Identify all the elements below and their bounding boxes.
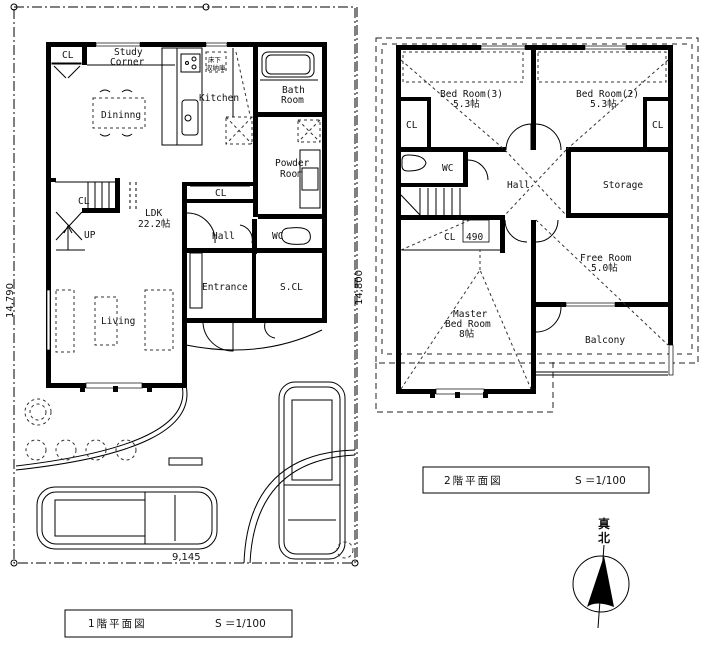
room-label-storage: Storage bbox=[603, 180, 643, 191]
floor1-plan: CL Study Corner 床下 収納庫 Kitchen Bath Room… bbox=[5, 3, 365, 567]
floor2-title: 2階平面図 bbox=[444, 475, 503, 487]
room-label-bedroom2: Bed Room(2) bbox=[576, 89, 639, 100]
floor1-title-block: 1階平面図 S ＝1/100 bbox=[64, 609, 293, 638]
car-vertical-icon bbox=[278, 381, 346, 560]
room-label-balcony: Balcony bbox=[585, 335, 625, 346]
room-label-wc-2f: WC bbox=[442, 163, 453, 174]
room-label-bath-room: Room bbox=[281, 95, 304, 106]
room-label-bedroom3: Bed Room(3) bbox=[440, 89, 503, 100]
floor2-scale: S ＝1/100 bbox=[575, 475, 626, 487]
floor1-title: 1階平面図 bbox=[88, 618, 147, 630]
stair-up-label: UP bbox=[84, 230, 96, 241]
room-label-bedroom3-size: 5.3帖 bbox=[453, 98, 480, 110]
room-label-master-size: 8帖 bbox=[459, 328, 475, 340]
room-label-dining: Dininng bbox=[101, 110, 141, 121]
dimension-height-left: 14,790 bbox=[5, 283, 16, 318]
room-label-study-corner: Corner bbox=[110, 57, 145, 68]
car-horizontal-icon bbox=[36, 486, 218, 550]
floor2-plan: Bed Room(3) 5.3帖 Bed Room(2) 5.3帖 CL CL … bbox=[375, 37, 699, 413]
room-label-cl-master: CL bbox=[444, 232, 456, 243]
room-label-bedroom2-size: 5.3帖 bbox=[590, 98, 617, 110]
north-label-top: 真 bbox=[598, 516, 610, 531]
room-label-living: Living bbox=[101, 316, 135, 327]
dimension-height-right: 14,800 bbox=[354, 270, 365, 305]
room-label-powder-room: Room bbox=[280, 169, 303, 180]
room-label-cl-stair: CL bbox=[78, 196, 90, 207]
room-label-master-bedroom: Bed Room bbox=[445, 319, 491, 330]
room-label-ldk: LDK bbox=[145, 208, 162, 219]
room-label-cl-left: CL bbox=[406, 120, 418, 131]
dimension-width: 9,145 bbox=[172, 552, 201, 563]
north-arrow-icon: 真 北 bbox=[572, 516, 630, 629]
room-label-powder: Powder bbox=[275, 158, 310, 169]
room-label-free-room-size: 5.0帖 bbox=[591, 262, 618, 274]
room-label-hall-2f: Hall bbox=[507, 180, 530, 191]
room-label-scl: S.CL bbox=[280, 282, 303, 293]
room-label-underfloor-2: 収納庫 bbox=[206, 63, 226, 72]
room-label-underfloor: 床下 bbox=[208, 55, 222, 64]
site-boundary bbox=[13, 6, 356, 564]
room-label-bath: Bath bbox=[282, 85, 305, 96]
room-label-free-room: Free Room bbox=[580, 253, 632, 264]
room-label-master: Master bbox=[453, 309, 488, 320]
cl-dimension-490: 490 bbox=[466, 232, 483, 243]
room-label-study: Study bbox=[114, 47, 143, 58]
room-label-ldk-size: 22.2帖 bbox=[138, 218, 171, 230]
floor1-scale: S ＝1/100 bbox=[215, 618, 266, 630]
room-label-cl-mid: CL bbox=[215, 188, 227, 199]
room-label-entrance: Entrance bbox=[202, 282, 248, 293]
room-label-wc: WC bbox=[272, 231, 283, 242]
room-label-cl: CL bbox=[62, 50, 74, 61]
room-label-kitchen: Kitchen bbox=[199, 93, 239, 104]
floor2-title-block: 2階平面図 S ＝1/100 bbox=[422, 466, 650, 494]
north-label-bottom: 北 bbox=[598, 530, 610, 545]
room-label-cl-right: CL bbox=[652, 120, 664, 131]
room-label-hall: Hall bbox=[212, 231, 235, 242]
